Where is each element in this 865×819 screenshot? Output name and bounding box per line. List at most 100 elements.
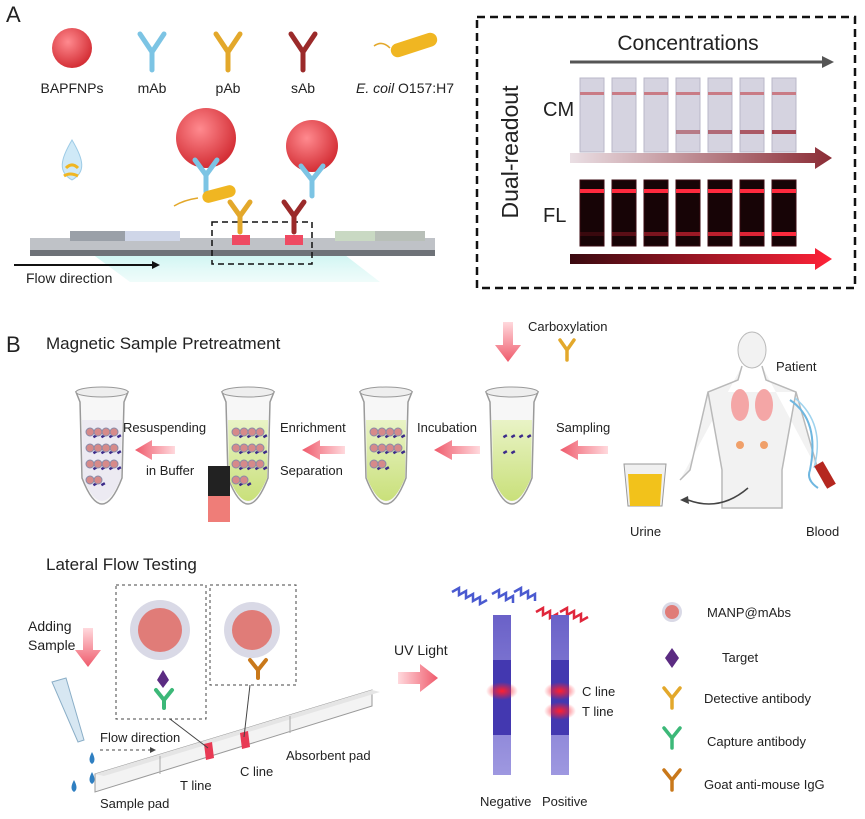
conjugate-pad-a [125,231,180,241]
manp-particle-t [130,600,190,710]
zoom-leader-t [169,718,209,749]
mab-icon [137,31,167,73]
c-line-label: C line [240,764,273,779]
target-dot [262,466,268,471]
dual-readout-box [475,15,857,290]
centrifuge-tube [74,386,130,505]
manp-particle-c [224,602,280,680]
pipette-icon [51,677,95,792]
lateral-flow-title: Lateral Flow Testing [46,555,197,574]
legend-sab-label: sAb [291,80,315,96]
target-dot [116,434,122,439]
pab-icon [213,31,243,73]
enrichment-arrow [302,440,345,460]
cm-strip-group [579,77,797,153]
cm-test-line [708,130,732,134]
target-dot [116,450,122,455]
nanoparticle-dot [93,475,103,485]
legend-detective-label: Detective antibody [704,691,811,706]
enrichment-label: Enrichment [280,420,346,435]
nanoparticle-dot [255,459,265,469]
carboxyl-antibody-icon [558,338,576,362]
zoom-box-a [211,221,313,265]
capture-antibody-legend-icon [662,726,682,750]
sample-pad-label: Sample pad [100,796,169,811]
zoom-box-c-line [209,584,297,686]
patient-label: Patient [776,359,817,374]
nanoparticle-dot [109,427,119,437]
cm-gradient-arrow [570,147,832,169]
nanoparticle-dot [239,427,249,437]
sampling-label: Sampling [556,420,610,435]
positive-strip [544,615,576,775]
nanoparticle-dot [377,459,387,469]
urine-cup-icon [623,463,667,507]
target-legend-icon [665,648,679,668]
flow-direction-label-a: Flow direction [26,270,112,286]
fl-test-line [740,232,764,236]
target-dot [262,450,268,455]
fl-gradient-arrow [570,248,832,270]
fl-control-line [612,189,636,193]
cm-strip [611,77,637,153]
target-dot [400,450,406,455]
fl-strip-group [579,179,797,247]
negative-strip [486,615,518,775]
lung-icon [731,389,749,421]
nanoparticle-dot [231,475,241,485]
adding-sample-arrow [75,628,101,667]
nanoparticle-dot [255,427,265,437]
cm-control-line [612,92,636,95]
target-dot [502,434,508,439]
legend-target-label: Target [722,650,759,665]
fl-control-line [740,189,764,193]
magnetic-pretreatment-title: Magnetic Sample Pretreatment [46,334,281,353]
goat-antibody-legend-icon [662,768,682,792]
blood-vessel-line [789,399,819,489]
urine-label: Urine [630,524,661,539]
dual-readout-label: Dual-readout [497,85,523,219]
t-line-a [232,235,250,245]
nanoparticle-dot [109,443,119,453]
fl-test-line [708,232,732,236]
centrifuge-tube [358,386,414,505]
legend-capture-label: Capture antibody [707,734,807,749]
centrifuge-tube [484,386,540,505]
nanoparticle-dot [255,443,265,453]
cm-control-line [676,92,700,95]
centrifuge-tube [220,386,276,505]
sandwich-complex-t-line [173,108,253,235]
carboxylation-label: Carboxylation [528,319,608,334]
cm-control-line [772,92,796,95]
nanoparticle-dot [93,443,103,453]
fl-control-line [772,189,796,193]
urine-arrow [687,487,749,505]
cm-strip [739,77,765,153]
nanoparticle-dot [385,443,395,453]
fl-test-line [580,232,604,236]
fl-control-line [676,189,700,193]
nanoparticle-dot [369,459,379,469]
nanoparticle-dot [231,443,241,453]
bapfnp-particle [176,108,236,168]
t-line-label: T line [180,778,212,793]
positive-label: Positive [542,794,588,809]
cm-strip [643,77,669,153]
cm-strip [707,77,733,153]
target-dot [116,466,122,471]
nanoparticle-dot [85,475,95,485]
adding-sample-label-1: Adding [28,618,72,634]
c-line-b [240,731,250,749]
zoom-leader-c [243,684,251,738]
cm-test-line [740,130,764,134]
legend-bapfnps-label: BAPFNPs [40,80,103,96]
lfa-strip-panel-a [30,221,435,282]
fl-control-line [644,189,668,193]
uv-light-label: UV Light [394,642,448,658]
target-dot [262,434,268,439]
target-dot [526,434,532,439]
nanoparticle-dot [247,443,257,453]
sample-pad-a [70,231,130,241]
cm-label: CM [543,99,574,121]
nanoparticle-dot [101,443,111,453]
